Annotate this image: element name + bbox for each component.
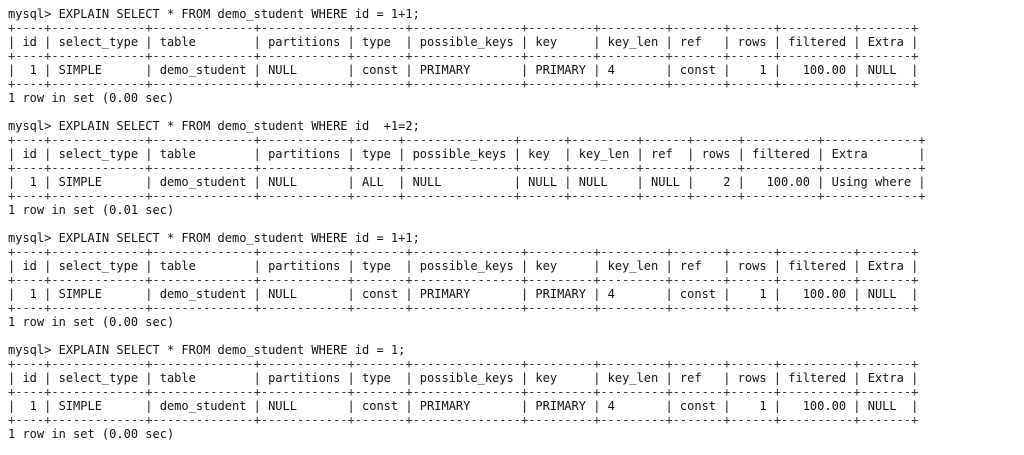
table-border-bottom: +----+-------------+--------------+-----… [8,77,919,91]
table-border-top: +----+-------------+--------------+-----… [8,133,926,147]
command-prompt: mysql> EXPLAIN SELECT * FROM demo_studen… [8,7,420,21]
query-block-1: mysql> EXPLAIN SELECT * FROM demo_studen… [8,7,1018,119]
query-block-2: mysql> EXPLAIN SELECT * FROM demo_studen… [8,119,1018,231]
table-header: | id | select_type | table | partitions … [8,371,919,385]
table-border-top: +----+-------------+--------------+-----… [8,245,919,259]
result-summary: 1 row in set (0.00 sec) [8,427,175,441]
command-prompt: mysql> EXPLAIN SELECT * FROM demo_studen… [8,231,420,245]
table-border-mid: +----+-------------+--------------+-----… [8,385,919,399]
table-border-mid: +----+-------------+--------------+-----… [8,49,919,63]
table-border-top: +----+-------------+--------------+-----… [8,21,919,35]
blank-line [8,217,1018,231]
command-prompt: mysql> EXPLAIN SELECT * FROM demo_studen… [8,343,406,357]
result-summary: 1 row in set (0.00 sec) [8,91,175,105]
query-block-3: mysql> EXPLAIN SELECT * FROM demo_studen… [8,231,1018,343]
table-row: | 1 | SIMPLE | demo_student | NULL | con… [8,287,919,301]
table-row: | 1 | SIMPLE | demo_student | NULL | con… [8,399,919,413]
table-header: | id | select_type | table | partitions … [8,147,926,161]
table-row: | 1 | SIMPLE | demo_student | NULL | ALL… [8,175,926,189]
table-border-bottom: +----+-------------+--------------+-----… [8,189,926,203]
table-row: | 1 | SIMPLE | demo_student | NULL | con… [8,63,919,77]
table-border-bottom: +----+-------------+--------------+-----… [8,413,919,427]
table-border-mid: +----+-------------+--------------+-----… [8,273,919,287]
blank-line [8,105,1018,119]
command-prompt: mysql> EXPLAIN SELECT * FROM demo_studen… [8,119,420,133]
table-header: | id | select_type | table | partitions … [8,35,919,49]
table-border-top: +----+-------------+--------------+-----… [8,357,919,371]
terminal-output[interactable]: mysql> EXPLAIN SELECT * FROM demo_studen… [8,7,1018,441]
query-block-4: mysql> EXPLAIN SELECT * FROM demo_studen… [8,343,1018,441]
table-border-mid: +----+-------------+--------------+-----… [8,161,926,175]
blank-line [8,329,1018,343]
result-summary: 1 row in set (0.00 sec) [8,315,175,329]
result-summary: 1 row in set (0.01 sec) [8,203,175,217]
table-border-bottom: +----+-------------+--------------+-----… [8,301,919,315]
table-header: | id | select_type | table | partitions … [8,259,919,273]
